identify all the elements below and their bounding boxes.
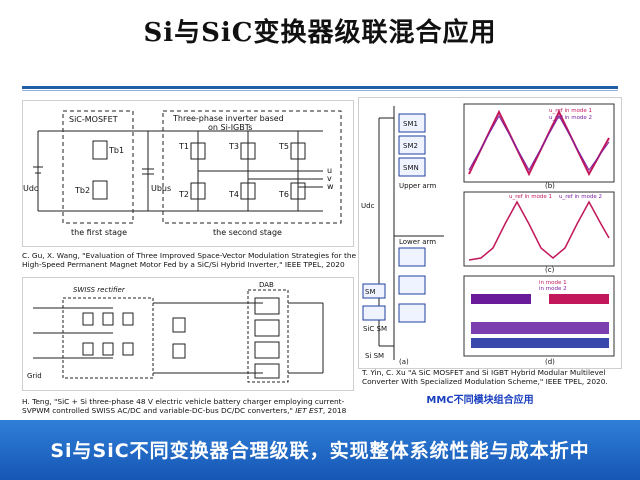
si-sm-label: Si SM	[365, 352, 384, 360]
second-stage-label: the second stage	[213, 228, 282, 237]
mmc-caption: MMC不同模块组合应用	[426, 395, 534, 406]
tb1-label: Tb1	[108, 146, 124, 155]
mmc-schematic: SM1 SM2 SMN Upper arm Lower arm Udc SM S…	[361, 103, 615, 366]
citation-yin-xu-line2: Converter With Specialized Modulation Sc…	[362, 377, 608, 386]
waveform-b: u_ref in mode 1 u_ref in mode 2	[463, 103, 615, 183]
upper-arm-label: Upper arm	[399, 182, 436, 190]
citation-gu-wang-line1: C. Gu, X. Wang, "Evaluation of Three Imp…	[22, 251, 357, 260]
citation-gu-wang: C. Gu, X. Wang, "Evaluation of Three Imp…	[22, 251, 362, 269]
sm2-label: SM2	[403, 142, 418, 150]
udc-label: Udc	[23, 184, 38, 193]
dab-label: DAB	[259, 281, 274, 289]
grid-label: Grid	[27, 372, 42, 380]
circuit-hybrid-inverter: SiC-MOSFET Three-phase inverter based on…	[22, 100, 354, 247]
t6-label: T6	[278, 190, 289, 199]
citation-teng-line2: SVPWM controlled SWISS AC/DC and variabl…	[22, 406, 367, 415]
legend-d2: in mode 2	[539, 286, 567, 292]
fig-d-label: (d)	[545, 358, 555, 366]
smn-label: SMN	[403, 164, 419, 172]
t4-label: T4	[228, 190, 239, 199]
citation-teng: H. Teng, "SiC + Si three-phase 48 V elec…	[22, 397, 367, 415]
summary-banner-text: Si与SiC不同变换器合理级联，实现整体系统性能与成本折中	[50, 440, 590, 462]
waveform-d: in mode 1 in mode 2	[463, 275, 615, 357]
fig-c-label: (c)	[545, 266, 555, 274]
u-label: u	[327, 166, 332, 175]
t3-label: T3	[228, 142, 239, 151]
citation-teng-year: , 2018	[322, 406, 347, 415]
legend-c2: u_ref in mode 2	[559, 194, 602, 200]
t1-label: T1	[178, 142, 189, 151]
sm1-label: SM1	[403, 120, 418, 128]
inverter-label: Three-phase inverter based	[172, 114, 284, 123]
citation-teng-journal: IET EST	[295, 406, 323, 415]
citation-teng-line2a: SVPWM controlled SWISS AC/DC and variabl…	[22, 406, 293, 415]
summary-banner: Si与SiC不同变换器合理级联，实现整体系统性能与成本折中	[0, 420, 640, 480]
slide-title: Si与SiC变换器级联混合应用	[143, 18, 497, 48]
legend-d1: in mode 1	[539, 280, 567, 286]
citation-teng-line1: H. Teng, "SiC + Si three-phase 48 V elec…	[22, 397, 345, 406]
lower-arm-label: Lower arm	[399, 238, 436, 246]
title-rule-thin	[22, 90, 618, 91]
hybrid-inverter-schematic: SiC-MOSFET Three-phase inverter based on…	[23, 110, 342, 237]
tb2-label: Tb2	[74, 186, 90, 195]
legend-b1: u_ref in mode 1	[549, 108, 592, 114]
inverter-label-2: on Si-IGBTs	[208, 123, 252, 132]
citation-gu-wang-line2: High-Speed Permanent Magnet Motor Fed by…	[22, 260, 345, 269]
t2-label: T2	[178, 190, 189, 199]
swiss-dab-schematic: SWISS rectifier DAB Grid	[27, 281, 324, 383]
sic-sm-label: SiC SM	[363, 325, 387, 333]
w-label: w	[327, 182, 334, 191]
swiss-label: SWISS rectifier	[73, 286, 126, 294]
citation-yin-xu-line1: T. Yin, C. Xu "A SiC MOSFET and Si IGBT …	[362, 368, 606, 377]
ubus-label: Ubus	[151, 184, 171, 193]
citation-yin-xu: T. Yin, C. Xu "A SiC MOSFET and Si IGBT …	[362, 368, 622, 386]
sic-sm-box-label: SM	[365, 288, 375, 296]
circuit-mmc: SM1 SM2 SMN Upper arm Lower arm Udc SM S…	[358, 97, 622, 369]
title-rule	[22, 86, 618, 89]
fig-b-label: (b)	[545, 182, 555, 190]
fig-a-label: (a)	[399, 358, 409, 366]
waveform-c: u_ref in mode 1 u_ref in mode 2	[463, 191, 615, 267]
udc-mmc-label: Udc	[361, 202, 375, 210]
legend-b2: u_ref in mode 2	[549, 115, 592, 121]
first-stage-label: the first stage	[71, 228, 127, 237]
t5-label: T5	[278, 142, 289, 151]
sic-mosfet-label: SiC-MOSFET	[69, 115, 118, 124]
legend-c1: u_ref in mode 1	[509, 194, 552, 200]
v-label: v	[327, 174, 332, 183]
circuit-swiss-dab: SWISS rectifier DAB Grid	[22, 277, 354, 391]
